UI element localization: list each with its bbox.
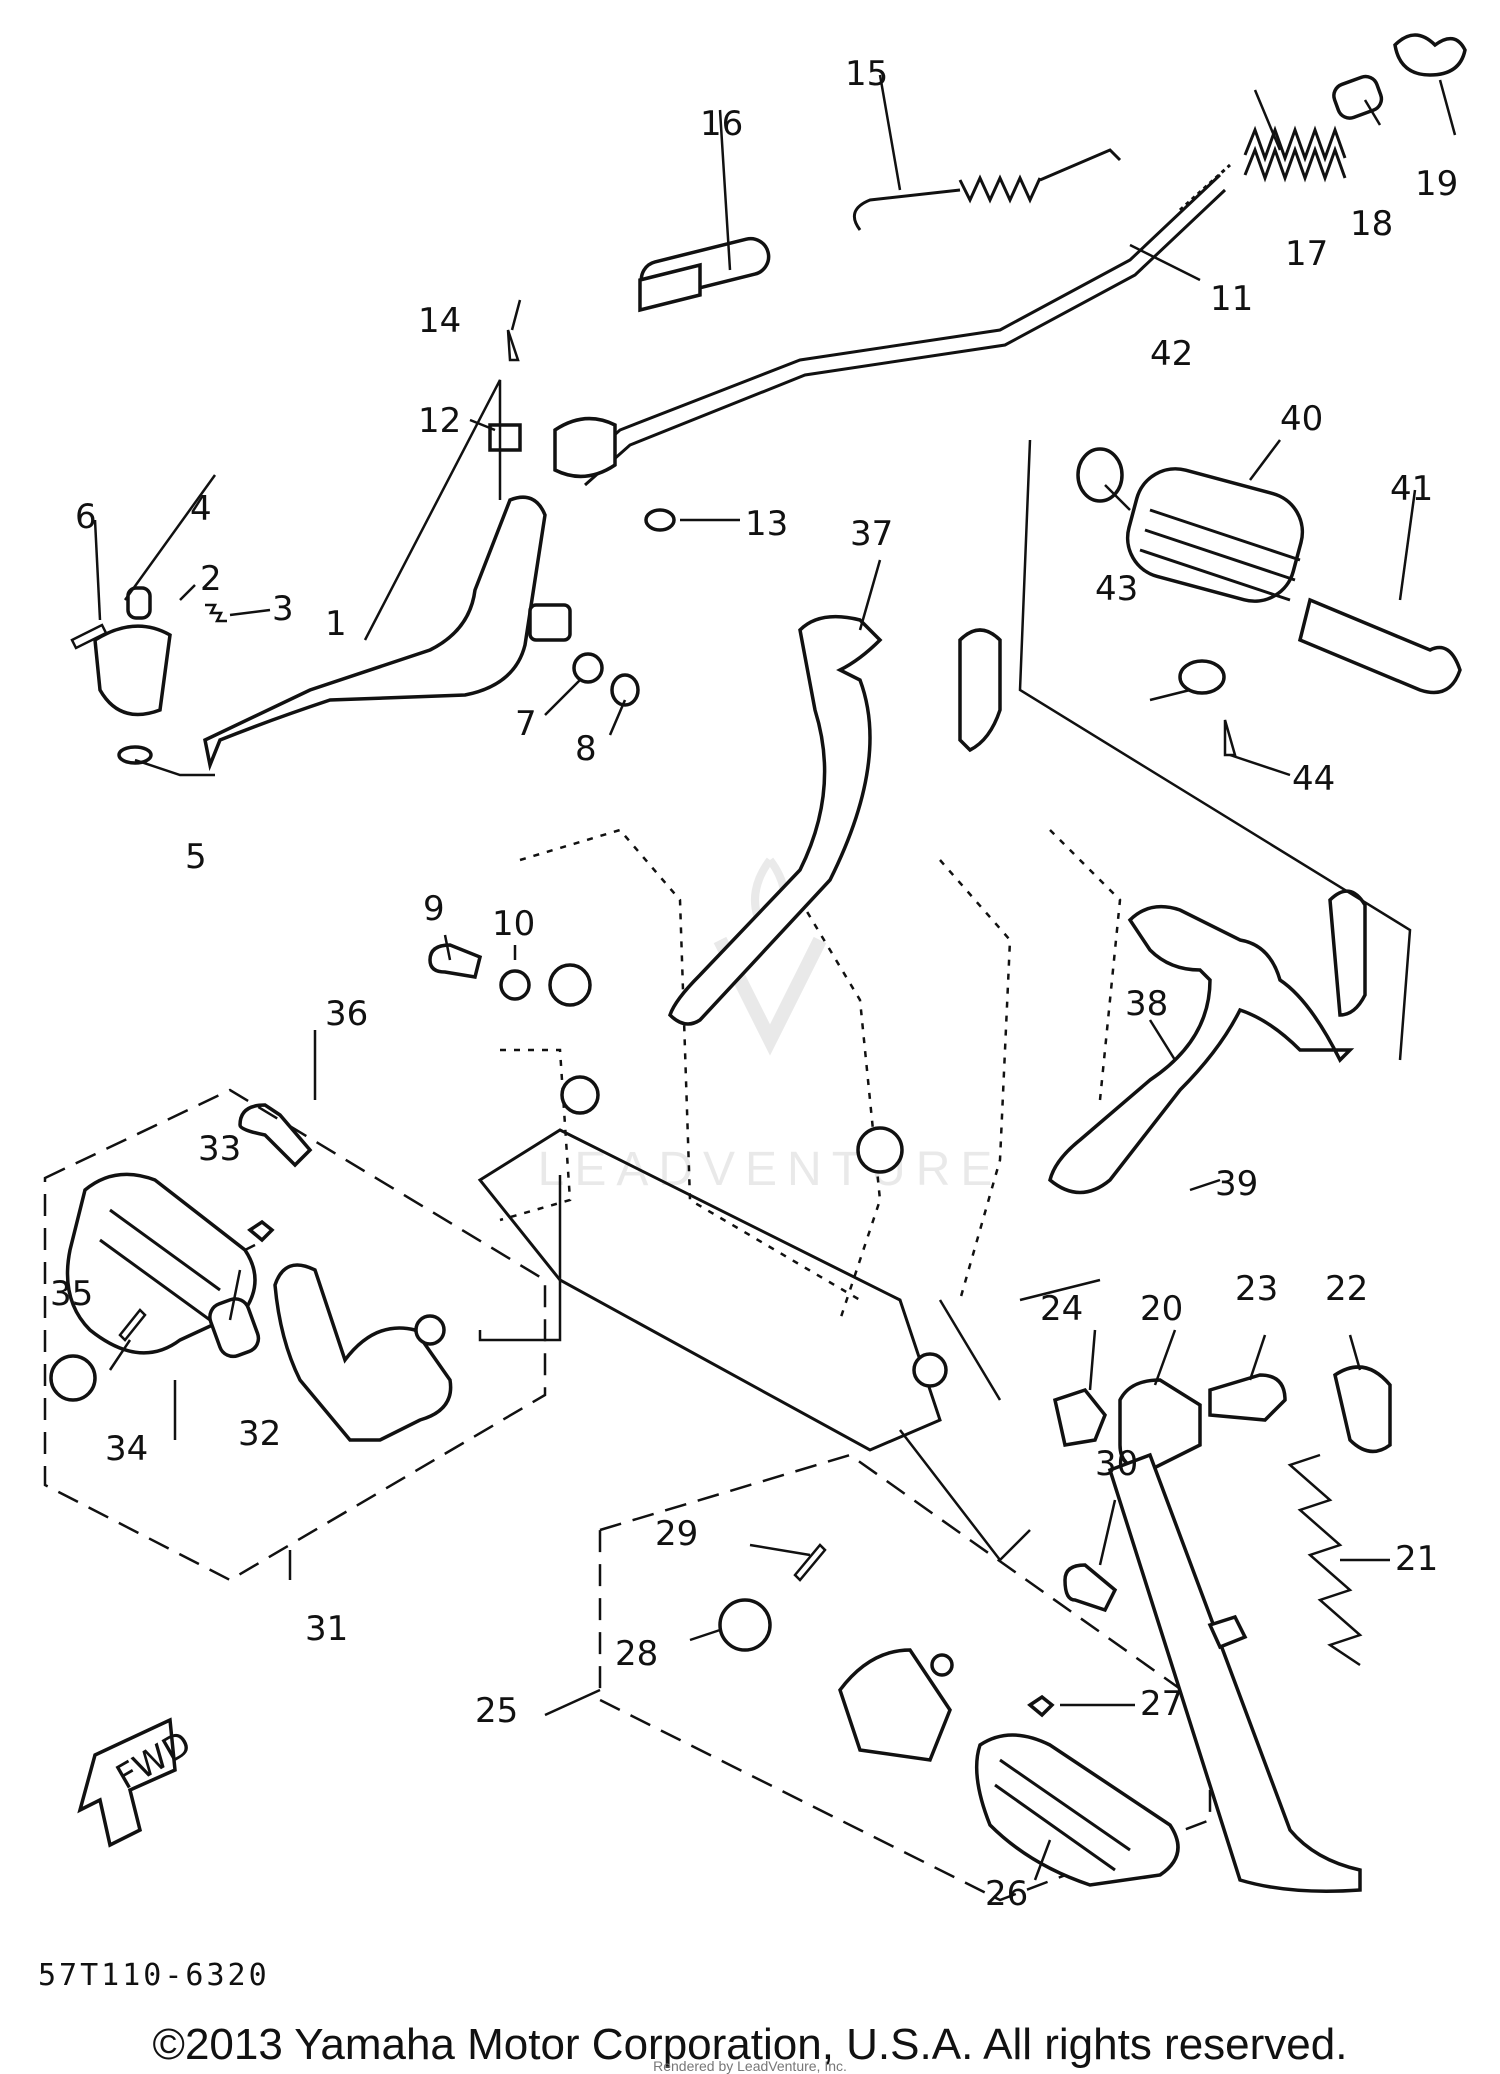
callout-28: 28 — [615, 1634, 658, 1674]
callout-16: 16 — [700, 104, 743, 144]
footpeg-spring — [247, 1219, 275, 1243]
callout-24: 24 — [1040, 1289, 1083, 1329]
callout-10: 10 — [492, 904, 535, 944]
watermark-logo: LEADVENTURE — [538, 857, 1003, 1196]
callout-37: 37 — [850, 514, 893, 554]
footpeg-pin — [49, 1354, 97, 1402]
bolt-30 — [1063, 1563, 1118, 1613]
spring-plate-22 — [1333, 1365, 1392, 1454]
nut-10 — [499, 969, 531, 1001]
fwd-arrow[interactable]: FWD — [77, 1717, 198, 1848]
callout-17: 17 — [1285, 234, 1328, 274]
callout-30: 30 — [1095, 1444, 1138, 1484]
sidestand-spring-21 — [1287, 1453, 1363, 1667]
pedal-washer — [572, 652, 604, 684]
callout-41: 41 — [1390, 469, 1433, 509]
rear-bracket-left — [667, 614, 1002, 1026]
callout-4: 4 — [190, 489, 212, 529]
brake-pedal — [203, 495, 572, 772]
box-assy-31 — [43, 1088, 547, 1582]
footpeg-left — [65, 1172, 453, 1442]
footpeg-cotter — [118, 1308, 147, 1342]
callout-27: 27 — [1140, 1684, 1183, 1724]
callout-25: 25 — [475, 1691, 518, 1731]
callout-13: 13 — [745, 504, 788, 544]
callout-26: 26 — [985, 1874, 1028, 1914]
callout-31: 31 — [305, 1609, 348, 1649]
adjuster-spring — [1243, 125, 1347, 183]
wing-nut — [1393, 33, 1467, 77]
washer — [644, 508, 676, 532]
copyright-notice: ©2013 Yamaha Motor Corporation, U.S.A. A… — [152, 2020, 1348, 2069]
tip-washer — [117, 745, 153, 765]
callout-32: 32 — [238, 1414, 281, 1454]
callout-38: 38 — [1125, 984, 1168, 1024]
callout-22: 22 — [1325, 1269, 1368, 1309]
callout-21: 21 — [1395, 1539, 1438, 1579]
callout-39: 39 — [1215, 1164, 1258, 1204]
callout-3: 3 — [272, 589, 294, 629]
footpeg-right — [718, 1543, 1180, 1887]
callout-23: 23 — [1235, 1269, 1278, 1309]
callout-5: 5 — [185, 837, 207, 877]
callout-12: 12 — [418, 401, 461, 441]
leader-lines — [93, 74, 1457, 1881]
sidestand — [1107, 1378, 1362, 1893]
callout-8: 8 — [575, 729, 597, 769]
pedal-tip — [93, 624, 172, 717]
diagram-code: 57T110-6320 — [38, 1958, 270, 1993]
callout-20: 20 — [1140, 1289, 1183, 1329]
callout-9: 9 — [423, 889, 445, 929]
callout-14: 14 — [418, 301, 461, 341]
rendered-by-notice: Rendered by LeadVenture, Inc. — [653, 2058, 847, 2074]
callout-33: 33 — [198, 1129, 241, 1169]
pivot-bolt-23 — [1208, 1373, 1287, 1422]
bolt-36 — [238, 1103, 313, 1168]
return-spring — [852, 148, 1122, 231]
callout-2: 2 — [200, 559, 222, 599]
tip-cotter — [70, 623, 108, 650]
callout-44: 44 — [1292, 759, 1335, 799]
callout-34: 34 — [105, 1429, 148, 1469]
nut-24 — [1052, 1387, 1108, 1447]
rear-bracket-right — [1048, 889, 1367, 1195]
callout-19: 19 — [1415, 164, 1458, 204]
rod-clevis — [553, 416, 617, 479]
tip-spring — [205, 603, 227, 623]
callout-35: 35 — [50, 1274, 93, 1314]
clevis-pin — [488, 423, 522, 452]
callout-36: 36 — [325, 994, 368, 1034]
callout-15: 15 — [845, 54, 888, 94]
callout-42: 42 — [1150, 334, 1193, 374]
callout-labels: 1 2 3 4 5 6 7 8 9 10 11 12 13 14 15 16 1… — [50, 54, 1458, 1914]
pedal-clip — [610, 673, 640, 707]
callout-29: 29 — [655, 1514, 698, 1554]
bolt-9 — [428, 943, 483, 979]
cotter-pin — [506, 329, 520, 362]
callout-18: 18 — [1350, 204, 1393, 244]
pin — [638, 236, 771, 313]
callout-7: 7 — [515, 704, 537, 744]
footpeg-spring-27 — [1027, 1694, 1055, 1718]
callout-43: 43 — [1095, 569, 1138, 609]
callout-40: 40 — [1280, 399, 1323, 439]
frame-ghost — [477, 828, 1122, 1452]
callout-11: 11 — [1210, 279, 1253, 319]
callout-6: 6 — [75, 497, 97, 537]
collar — [1332, 74, 1384, 120]
passenger-footrest-right — [1076, 447, 1462, 757]
brake-rod — [574, 163, 1232, 487]
tip-bolt — [126, 586, 152, 620]
callout-1: 1 — [325, 604, 347, 644]
watermark-text: LEADVENTURE — [538, 1143, 1003, 1196]
